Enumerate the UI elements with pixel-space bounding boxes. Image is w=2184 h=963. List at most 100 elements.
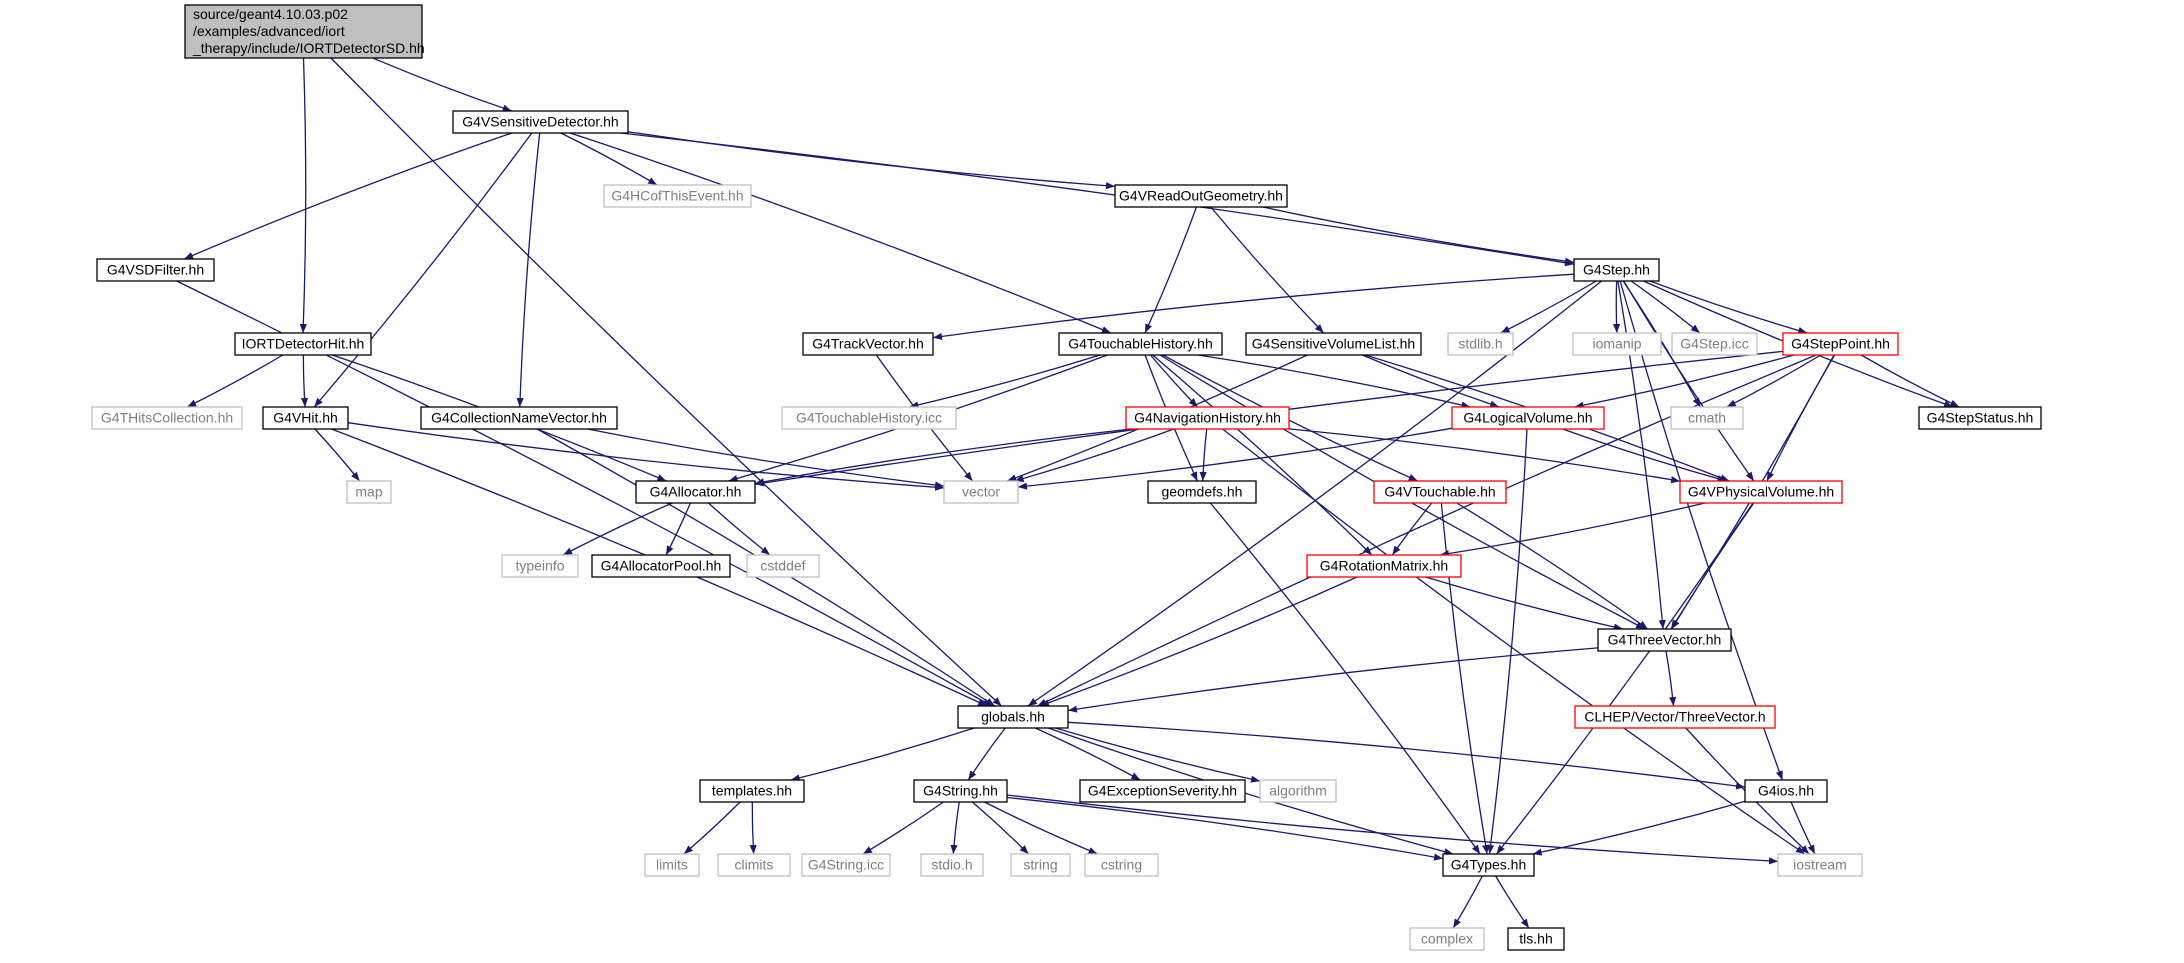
- node-box: [1671, 332, 1758, 356]
- edge-G4Step-to-G4TrackVector: [932, 273, 1575, 340]
- edge-globals-to-G4Types: [1048, 727, 1454, 856]
- node-label: G4TrackVector.hh: [812, 336, 924, 352]
- node-G4ExceptionSeverity[interactable]: G4ExceptionSeverity.hh: [1079, 779, 1246, 803]
- node-G4RotationMatrix[interactable]: G4RotationMatrix.hh: [1306, 554, 1462, 578]
- edge-G4VTouchable-to-G4ThreeVector: [1456, 502, 1649, 630]
- node-G4StepStatus[interactable]: G4StepStatus.hh: [1918, 406, 2042, 430]
- edge-globals-to-templates: [790, 727, 975, 782]
- node-tls[interactable]: tls.hh: [1507, 927, 1565, 951]
- node-box: [591, 554, 731, 578]
- node-label: G4VReadOutGeometry.hh: [1119, 188, 1283, 204]
- node-label: CLHEP/Vector/ThreeVector.h: [1584, 709, 1765, 725]
- node-box: [699, 779, 805, 803]
- node-root[interactable]: source/geant4.10.03.p02/examples/advance…: [184, 4, 425, 59]
- node-G4SensitiveVolumeList[interactable]: G4SensitiveVolumeList.hh: [1245, 332, 1422, 356]
- node-box: [913, 779, 1008, 803]
- edge-G4StepPoint-to-G4LogicalVolume: [1574, 354, 1795, 409]
- node-box: [452, 110, 629, 134]
- node-label: tls.hh: [1519, 931, 1552, 947]
- edge-G4TouchableHistory-to-G4LogicalVolume: [1198, 354, 1471, 409]
- node-climits: climits: [717, 853, 791, 877]
- node-geomdefs[interactable]: geomdefs.hh: [1147, 480, 1257, 504]
- edge-templates-to-limits: [683, 801, 741, 855]
- edge-G4VSensitiveDetector-to-G4Step: [620, 132, 1575, 267]
- node-box: [801, 853, 891, 877]
- edge-G4String-to-stdio: [950, 801, 960, 855]
- edge-G4NavigationHistory-to-vector: [1014, 428, 1175, 482]
- node-label: globals.hh: [981, 709, 1045, 725]
- edge-G4NavigationHistory-to-G4VPhysicalVolume: [1288, 428, 1681, 484]
- node-G4String[interactable]: G4String.hh: [913, 779, 1008, 803]
- node-G4AllocatorPool[interactable]: G4AllocatorPool.hh: [591, 554, 731, 578]
- node-G4VSDFilter[interactable]: G4VSDFilter.hh: [96, 258, 215, 282]
- node-label: limits: [656, 857, 688, 873]
- node-label: climits: [735, 857, 774, 873]
- node-G4NavigationHistory[interactable]: G4NavigationHistory.hh: [1125, 406, 1290, 430]
- node-G4VReadOutGeometry[interactable]: G4VReadOutGeometry.hh: [1114, 184, 1288, 208]
- node-label: G4THitsCollection.hh: [101, 410, 233, 426]
- node-label: _therapy/include/IORTDetectorSD.hh: [192, 40, 425, 56]
- node-box: [1058, 332, 1223, 356]
- node-box: [1679, 480, 1843, 504]
- node-templates[interactable]: templates.hh: [699, 779, 805, 803]
- node-box: [746, 554, 820, 578]
- node-typeinfo: typeinfo: [501, 554, 579, 578]
- node-G4VTouchable[interactable]: G4VTouchable.hh: [1373, 480, 1507, 504]
- edge-G4VReadOutGeometry-to-G4TouchableHistory: [1144, 206, 1198, 334]
- edge-G4RotationMatrix-to-globals: [1039, 576, 1358, 707]
- node-G4VHit[interactable]: G4VHit.hh: [262, 406, 349, 430]
- node-globals[interactable]: globals.hh: [957, 705, 1069, 729]
- node-box: [717, 853, 791, 877]
- node-CLHEP_ThreeVector[interactable]: CLHEP/Vector/ThreeVector.h: [1574, 705, 1776, 729]
- edge-G4NavigationHistory-to-iostream: [1222, 428, 1806, 855]
- node-G4VSensitiveDetector[interactable]: G4VSensitiveDetector.hh: [452, 110, 629, 134]
- node-G4VPhysicalVolume[interactable]: G4VPhysicalVolume.hh: [1679, 480, 1843, 504]
- node-label: /examples/advanced/iort: [193, 23, 345, 39]
- edge-G4Step-to-G4ios: [1619, 280, 1784, 781]
- node-box: [1507, 927, 1565, 951]
- node-G4CollectionNameVector[interactable]: G4CollectionNameVector.hh: [420, 406, 618, 430]
- edge-templates-to-climits: [749, 801, 757, 855]
- node-box: [1114, 184, 1288, 208]
- node-label: cstring: [1101, 857, 1142, 873]
- node-label: G4VSensitiveDetector.hh: [462, 114, 618, 130]
- node-G4Allocator[interactable]: G4Allocator.hh: [635, 480, 756, 504]
- edge-G4NavigationHistory-to-G4Allocator: [754, 428, 1132, 486]
- node-G4ios[interactable]: G4ios.hh: [1744, 779, 1828, 803]
- node-G4LogicalVolume[interactable]: G4LogicalVolume.hh: [1451, 406, 1605, 430]
- node-label: typeinfo: [515, 558, 564, 574]
- node-G4Types[interactable]: G4Types.hh: [1442, 853, 1535, 877]
- node-box: [1409, 927, 1485, 951]
- node-G4Step_icc: G4Step.icc: [1671, 332, 1758, 356]
- node-G4TouchableHistory_icc: G4TouchableHistory.icc: [781, 406, 957, 430]
- node-IORTDetectorHit[interactable]: IORTDetectorHit.hh: [234, 332, 372, 356]
- edge-G4Allocator-to-G4AllocatorPool: [665, 502, 691, 556]
- node-box: [91, 406, 243, 430]
- node-box: [957, 705, 1069, 729]
- node-box: [943, 480, 1019, 504]
- node-label: G4NavigationHistory.hh: [1134, 410, 1281, 426]
- node-G4Step[interactable]: G4Step.hh: [1573, 258, 1660, 282]
- node-box: [1442, 853, 1535, 877]
- node-box: [1084, 853, 1159, 877]
- node-G4ThreeVector[interactable]: G4ThreeVector.hh: [1597, 628, 1732, 652]
- edge-G4Allocator-to-typeinfo: [562, 502, 673, 556]
- node-G4TouchableHistory[interactable]: G4TouchableHistory.hh: [1058, 332, 1223, 356]
- node-label: vector: [962, 484, 1000, 500]
- node-G4THitsCollection: G4THitsCollection.hh: [91, 406, 243, 430]
- node-box: [1125, 406, 1290, 430]
- node-box: [1573, 258, 1660, 282]
- edge-globals-to-G4String: [967, 727, 1006, 781]
- edge-G4String-to-G4Types: [1006, 796, 1444, 861]
- node-G4TrackVector[interactable]: G4TrackVector.hh: [802, 332, 934, 356]
- node-label: G4ExceptionSeverity.hh: [1088, 783, 1237, 799]
- edge-geomdefs-to-G4Types: [1209, 502, 1481, 855]
- edge-G4VReadOutGeometry-to-G4Step: [1262, 206, 1575, 265]
- node-label: G4String.icc: [808, 857, 884, 873]
- edge-G4TouchableHistory-to-G4TouchableHistory_icc: [909, 354, 1101, 409]
- node-label: G4LogicalVolume.hh: [1463, 410, 1592, 426]
- node-G4StepPoint[interactable]: G4StepPoint.hh: [1782, 332, 1899, 356]
- node-limits: limits: [644, 853, 700, 877]
- node-label: G4StepStatus.hh: [1927, 410, 2034, 426]
